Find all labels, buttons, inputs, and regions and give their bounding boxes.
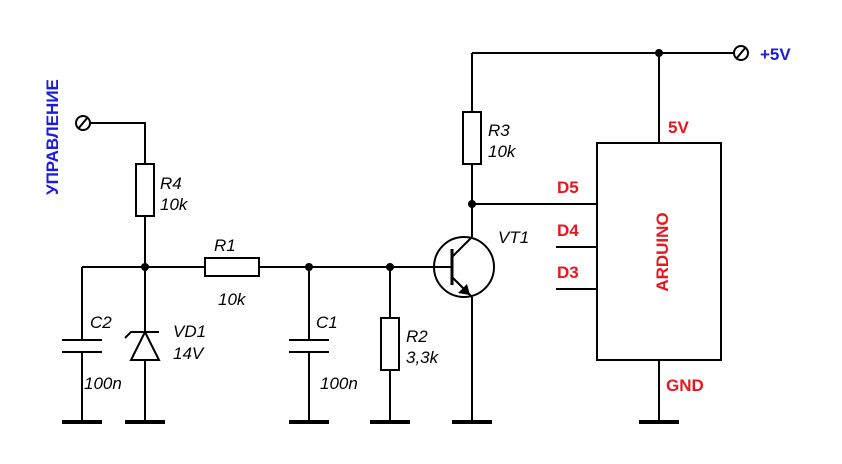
r1-value: 10k xyxy=(218,290,247,309)
wire-control-input xyxy=(90,122,146,164)
junction-dot xyxy=(141,263,149,271)
arduino-pin-5v: 5V xyxy=(668,118,689,137)
r3-ref: R3 xyxy=(488,121,510,140)
arduino-pin-d5: D5 xyxy=(557,178,579,197)
junction-dot xyxy=(386,263,394,271)
arduino-name: ARDUINO xyxy=(653,212,672,291)
vt1-ref: VT1 xyxy=(498,228,529,247)
arduino-pin-d3: D3 xyxy=(557,263,579,282)
c1-value: 100n xyxy=(320,374,358,393)
emitter-arrow-icon xyxy=(458,284,470,295)
supply-terminal xyxy=(733,45,749,61)
zener-diode-vd1 xyxy=(124,329,161,361)
arduino-pin-gnd: GND xyxy=(666,376,704,395)
r4-ref: R4 xyxy=(160,174,182,193)
junction-dot xyxy=(468,200,476,208)
vd1-ref: VD1 xyxy=(173,322,206,341)
control-terminal xyxy=(75,115,91,131)
resistor-r2 xyxy=(380,317,400,371)
junction-dot xyxy=(655,49,663,57)
transistor-vt1 xyxy=(433,236,495,298)
r2-ref: R2 xyxy=(406,327,428,346)
r2-value: 3,3k xyxy=(406,348,440,367)
resistor-r3 xyxy=(462,111,482,165)
control-label: УПРАВЛЕНИЕ xyxy=(43,79,62,195)
r3-value: 10k xyxy=(488,142,517,161)
capacitor-c1 xyxy=(289,339,329,353)
junction-dot xyxy=(305,263,313,271)
arduino-block xyxy=(596,142,722,361)
vd1-value: 14V xyxy=(173,344,205,363)
resistor-r4 xyxy=(135,163,155,217)
capacitor-c2 xyxy=(62,339,102,353)
resistor-r1 xyxy=(204,257,260,277)
r1-ref: R1 xyxy=(214,236,236,255)
c1-ref: C1 xyxy=(316,313,338,332)
arduino-pin-d4: D4 xyxy=(557,221,579,240)
junctions xyxy=(141,49,663,271)
supply-label: +5V xyxy=(760,45,791,64)
r4-value: 10k xyxy=(160,195,189,214)
c2-ref: C2 xyxy=(90,313,112,332)
c2-value: 100n xyxy=(84,374,122,393)
